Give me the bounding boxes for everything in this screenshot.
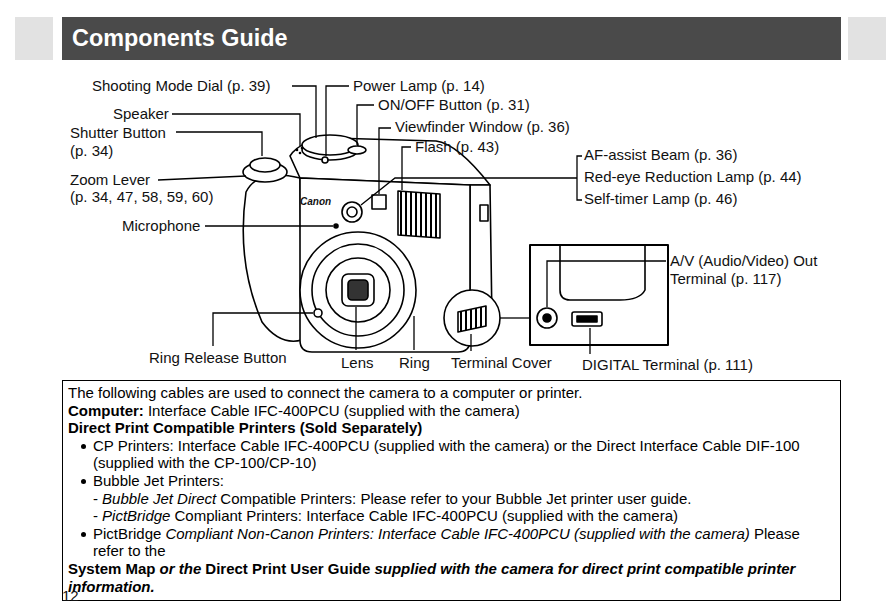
page-ref: (p. 34): [70, 142, 113, 160]
text-line: PictBridgeCompliant Non-Canon Printers: …: [63, 525, 834, 560]
text-line: -Bubble Jet DirectCompatible Printers: P…: [63, 490, 834, 508]
part-label: Lens: [341, 354, 374, 372]
bullet: [81, 444, 86, 449]
text-line: The following cables are used to connect…: [63, 384, 834, 402]
title-band: Components Guide: [62, 17, 841, 60]
part-label: AF-assist Beam (p. 36): [584, 146, 737, 164]
text-line: System Mapor theDirect Print User Guides…: [63, 560, 834, 595]
part-label: Power Lamp (p. 14): [353, 77, 485, 95]
page-number: 12: [62, 587, 79, 605]
note-box: The following cables are used to connect…: [62, 380, 841, 601]
part-label: Zoom Lever: [70, 171, 150, 189]
shutter-button: [250, 158, 280, 172]
lens: [342, 274, 374, 306]
text-line: Direct Print Compatible Printers (Sold S…: [63, 419, 834, 437]
text-line: Bubble Jet Printers:: [63, 472, 834, 490]
terminal-cover: [458, 306, 486, 332]
part-label: Shutter Button: [70, 124, 166, 142]
camera-side-detail: [560, 246, 645, 300]
note-text: System Map: [68, 560, 156, 577]
af-assist-lamp: [347, 207, 357, 217]
text-line: -PictBridgeCompliant Printers: Interface…: [63, 507, 834, 525]
part-label: Microphone: [122, 217, 200, 235]
part-label: Self-timer Lamp (p. 46): [584, 190, 737, 208]
note-text: PictBridge: [93, 525, 161, 542]
microphone: [334, 224, 338, 228]
viewfinder-window: [372, 195, 386, 209]
camera-grip: [243, 175, 302, 341]
note-text: Direct Print User Guide: [205, 560, 370, 577]
part-label: Shooting Mode Dial (p. 39): [92, 77, 270, 95]
note-text: Interface Cable IFC-400PCU (supplied wit…: [148, 402, 520, 419]
af-assist-lamp: [342, 202, 362, 222]
lens: [326, 258, 390, 322]
note-text: PictBridge: [102, 507, 170, 524]
speaker: [296, 147, 304, 155]
note-text: Bubble Jet Direct: [102, 490, 216, 507]
note-text: Direct Print Compatible Printers (Sold S…: [68, 419, 422, 436]
lens-ring: [312, 244, 404, 336]
av-out-terminal: [537, 308, 557, 328]
flash: [398, 191, 440, 238]
part-label: Ring Release Button: [149, 349, 287, 367]
note-text: or the: [160, 560, 202, 577]
note-text: CP Printers: Interface Cable IFC-400PCU …: [93, 437, 800, 472]
part-label: A/V (Audio/Video) Out Terminal (p. 117): [670, 252, 842, 288]
terminal-inset: [530, 245, 668, 345]
note-text: Compatible Printers: Please refer to you…: [220, 490, 691, 507]
page-tab: [15, 17, 53, 60]
note-text: -: [93, 507, 98, 524]
page-ref: (p. 34, 47, 58, 59, 60): [70, 188, 213, 206]
note-text: Compliant Printers: Interface Cable IFC-…: [174, 507, 678, 524]
lens-ring: [300, 232, 416, 348]
terminal-cover-detail: [444, 290, 500, 346]
note-text: The following cables are used to connect…: [68, 384, 582, 401]
note-text: Bubble Jet Printers:: [93, 472, 224, 489]
part-label: ON/OFF Button (p. 31): [378, 96, 530, 114]
ring-release-button: [314, 309, 322, 317]
part-label: Viewfinder Window (p. 36): [395, 118, 570, 136]
text-line: CP Printers: Interface Cable IFC-400PCU …: [63, 437, 834, 472]
note-text: Computer:: [68, 402, 144, 419]
av-out-terminal: [543, 314, 551, 322]
bullet: [81, 479, 86, 484]
part-label: DIGITAL Terminal (p. 111): [582, 356, 753, 374]
leader-lines: [158, 86, 666, 354]
part-label: Red-eye Reduction Lamp (p. 44): [584, 168, 802, 186]
digital-terminal: [572, 312, 602, 326]
strap-lug: [480, 205, 488, 221]
text-line: Computer:Interface Cable IFC-400PCU (sup…: [63, 402, 834, 420]
lens: [348, 280, 368, 300]
digital-terminal: [577, 316, 597, 322]
page-tab: [848, 17, 886, 60]
power-lamp: [322, 157, 328, 163]
part-label: Ring: [399, 354, 430, 372]
note-text: Compliant Non-Canon Printers: Interface …: [165, 525, 749, 542]
note-text: -: [93, 490, 98, 507]
on-off-button: [348, 146, 366, 154]
part-label: Speaker: [113, 105, 169, 123]
bullet: [81, 532, 86, 537]
part-label: Terminal Cover: [451, 354, 552, 372]
part-label: Flash (p. 43): [415, 138, 499, 156]
brand-logo: Canon: [300, 196, 331, 208]
title-text: Components Guide: [62, 17, 841, 60]
